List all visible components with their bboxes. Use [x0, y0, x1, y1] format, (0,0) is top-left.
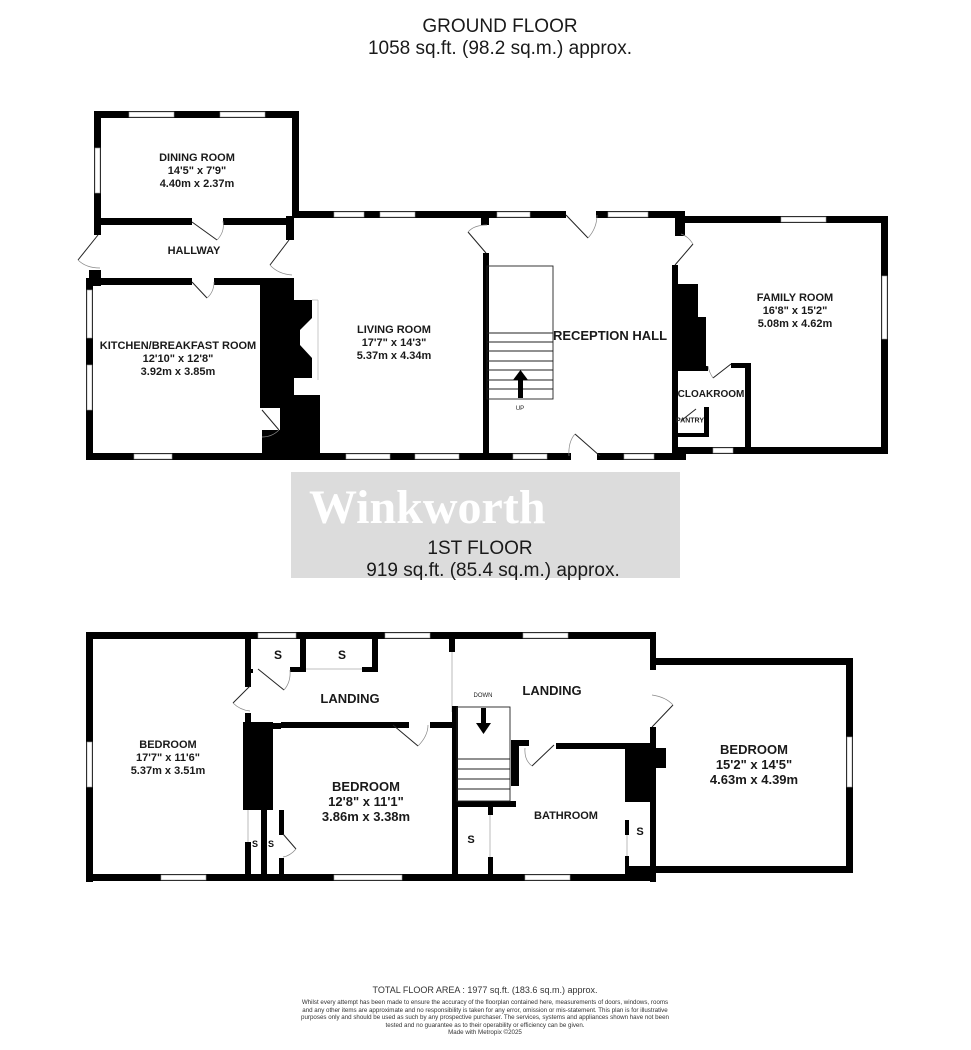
storage-tag: S — [337, 648, 347, 662]
disclaimer-text: Whilst every attempt has been made to en… — [301, 999, 669, 1029]
room-label-kitchen: KITCHEN/BREAKFAST ROOM 12'10" x 12'8" 3.… — [99, 340, 257, 378]
room-label-landing-right: LANDING — [522, 683, 582, 698]
room-label-living-room: LIVING ROOM 17'7" x 14'3" 5.37m x 4.34m — [356, 324, 432, 362]
brand-logo-text: Winkworth — [309, 481, 546, 534]
first-floor-doors — [232, 668, 674, 858]
room-label-bathroom: BATHROOM — [534, 810, 598, 822]
ground-floor-area: 1058 sq.ft. (98.2 sq.m.) approx. — [367, 38, 633, 59]
room-label-landing-left: LANDING — [320, 691, 380, 706]
room-label-hallway: HALLWAY — [167, 245, 221, 257]
room-label-pantry: PANTRY — [676, 417, 704, 425]
metropix-credit: Made with Metropix ©2025 — [448, 1029, 522, 1037]
stair-down-label: DOWN — [473, 693, 493, 699]
storage-tag: S — [267, 839, 275, 849]
room-label-reception-hall: RECEPTION HALL — [552, 328, 668, 343]
storage-tag: S — [467, 834, 475, 846]
stair-up-arrow-icon — [513, 370, 528, 398]
room-label-dining-room: DINING ROOM 14'5" x 7'9" 4.40m x 2.37m — [159, 152, 235, 190]
footer: TOTAL FLOOR AREA : 1977 sq.ft. (183.6 sq… — [290, 984, 680, 1037]
total-floor-area: TOTAL FLOOR AREA : 1977 sq.ft. (183.6 sq… — [372, 985, 598, 995]
stair-up-label: UP — [515, 406, 525, 412]
ground-floor-heading: GROUND FLOOR 1058 sq.ft. (98.2 sq.m.) ap… — [330, 16, 670, 60]
storage-tag: S — [636, 826, 644, 838]
first-floor-plan — [86, 632, 853, 882]
first-floor-title: 1ST FLOOR — [427, 538, 533, 559]
room-label-bedroom-left: BEDROOM 17'7" x 11'6" 5.37m x 3.51m — [130, 739, 206, 777]
ground-floor-staircase — [486, 265, 554, 400]
first-floor-area: 919 sq.ft. (85.4 sq.m.) approx. — [366, 560, 620, 581]
storage-tag: S — [273, 648, 283, 662]
ground-floor-title: GROUND FLOOR — [422, 16, 578, 37]
storage-tag: S — [251, 839, 259, 849]
stair-down-arrow-icon — [476, 708, 491, 734]
first-floor-staircase — [456, 706, 511, 802]
room-label-cloakroom: CLOAKROOM — [677, 389, 745, 400]
room-label-family-room: FAMILY ROOM 16'8" x 15'2" 5.08m x 4.62m — [756, 292, 834, 330]
ground-floor-doors — [77, 214, 732, 457]
winkworth-watermark: Winkworth — [291, 472, 680, 578]
room-label-bedroom-middle: BEDROOM 12'8" x 11'1" 3.86m x 3.38m — [321, 779, 411, 824]
room-label-bedroom-right: BEDROOM 15'2" x 14'5" 4.63m x 4.39m — [709, 742, 799, 787]
ground-floor-plan — [86, 111, 888, 460]
first-floor-heading: 1ST FLOOR 919 sq.ft. (85.4 sq.m.) approx… — [310, 538, 650, 582]
